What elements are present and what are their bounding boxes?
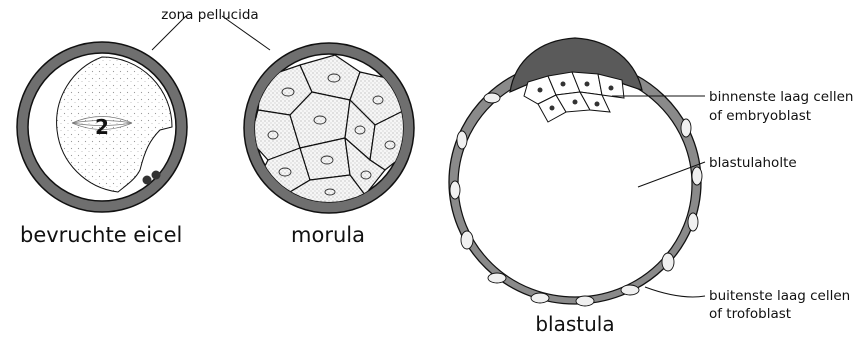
morula <box>244 43 414 213</box>
blastula-label: blastula <box>535 312 614 336</box>
trofoblast-label-line1: buitenste laag cellen <box>709 288 850 304</box>
trofoblast-line <box>645 287 705 297</box>
fertilized-egg-label: bevruchte eicel <box>20 223 182 247</box>
embryoblast-label-line1: binnenste laag cellen <box>709 89 853 105</box>
zona-pellucida-label: zona pellucida <box>161 7 258 23</box>
embryoblast-label-line2: of embryoblast <box>709 108 811 124</box>
morula-label: morula <box>291 223 365 247</box>
blastula <box>449 38 702 306</box>
fertilized-egg: 2 <box>17 42 187 212</box>
blastulaholte-label: blastulaholte <box>709 155 797 171</box>
trofoblast-label-line2: of trofoblast <box>709 306 791 322</box>
egg-nucleus-mark: 2 <box>95 115 109 139</box>
